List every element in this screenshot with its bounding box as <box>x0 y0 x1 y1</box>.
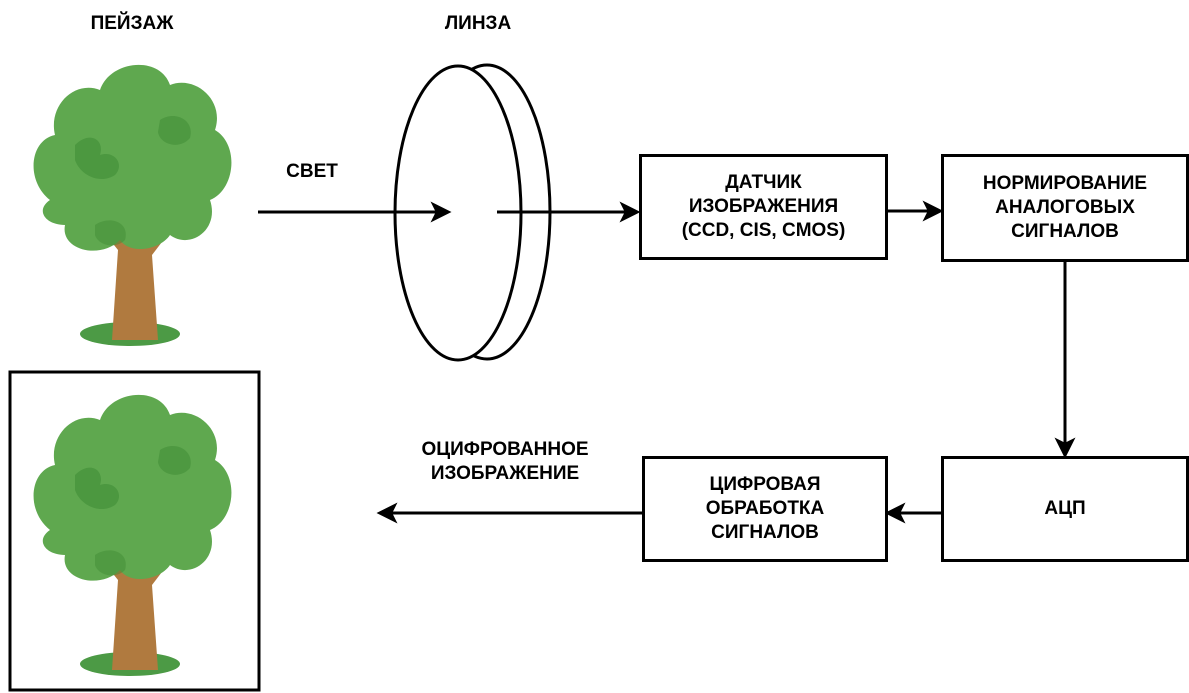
conditioning-line1: НОРМИРОВАНИЕ <box>982 173 1148 194</box>
light-label: СВЕТ <box>286 161 338 182</box>
adc-box: АЦП <box>941 456 1189 562</box>
conditioning-line2: АНАЛОГОВЫХ <box>995 197 1135 218</box>
sensor-line1: ДАТЧИК <box>725 172 802 193</box>
digitized-label-line1: ОЦИФРОВАННОЕ <box>421 439 589 460</box>
digitized-image-frame <box>8 370 261 692</box>
dsp-line2: ОБРАБОТКА <box>705 498 825 519</box>
dsp-line1: ЦИФРОВАЯ <box>709 474 821 495</box>
digitized-label-line2: ИЗОБРАЖЕНИЕ <box>430 463 580 484</box>
landscape-label: ПЕЙЗАЖ <box>90 13 174 34</box>
analog-conditioning-box: НОРМИРОВАНИЕ АНАЛОГОВЫХ СИГНАЛОВ <box>941 154 1189 262</box>
digitized-tree-icon <box>33 394 232 676</box>
dsp-line3: СИГНАЛОВ <box>711 522 819 543</box>
conditioning-line3: СИГНАЛОВ <box>1011 221 1119 242</box>
sensor-line3: (CCD, CIS, CMOS) <box>681 220 846 241</box>
sensor-line2: ИЗОБРАЖЕНИЯ <box>688 196 839 217</box>
landscape-tree-icon <box>33 64 232 346</box>
lens-label: ЛИНЗА <box>444 13 512 34</box>
dsp-box: ЦИФРОВАЯ ОБРАБОТКА СИГНАЛОВ <box>642 456 888 562</box>
image-sensor-box: ДАТЧИК ИЗОБРАЖЕНИЯ (CCD, CIS, CMOS) <box>639 154 888 260</box>
digitized-image-label: ОЦИФРОВАННОЕ ИЗОБРАЖЕНИЕ <box>380 438 630 486</box>
adc-line1: АЦП <box>1044 498 1086 519</box>
